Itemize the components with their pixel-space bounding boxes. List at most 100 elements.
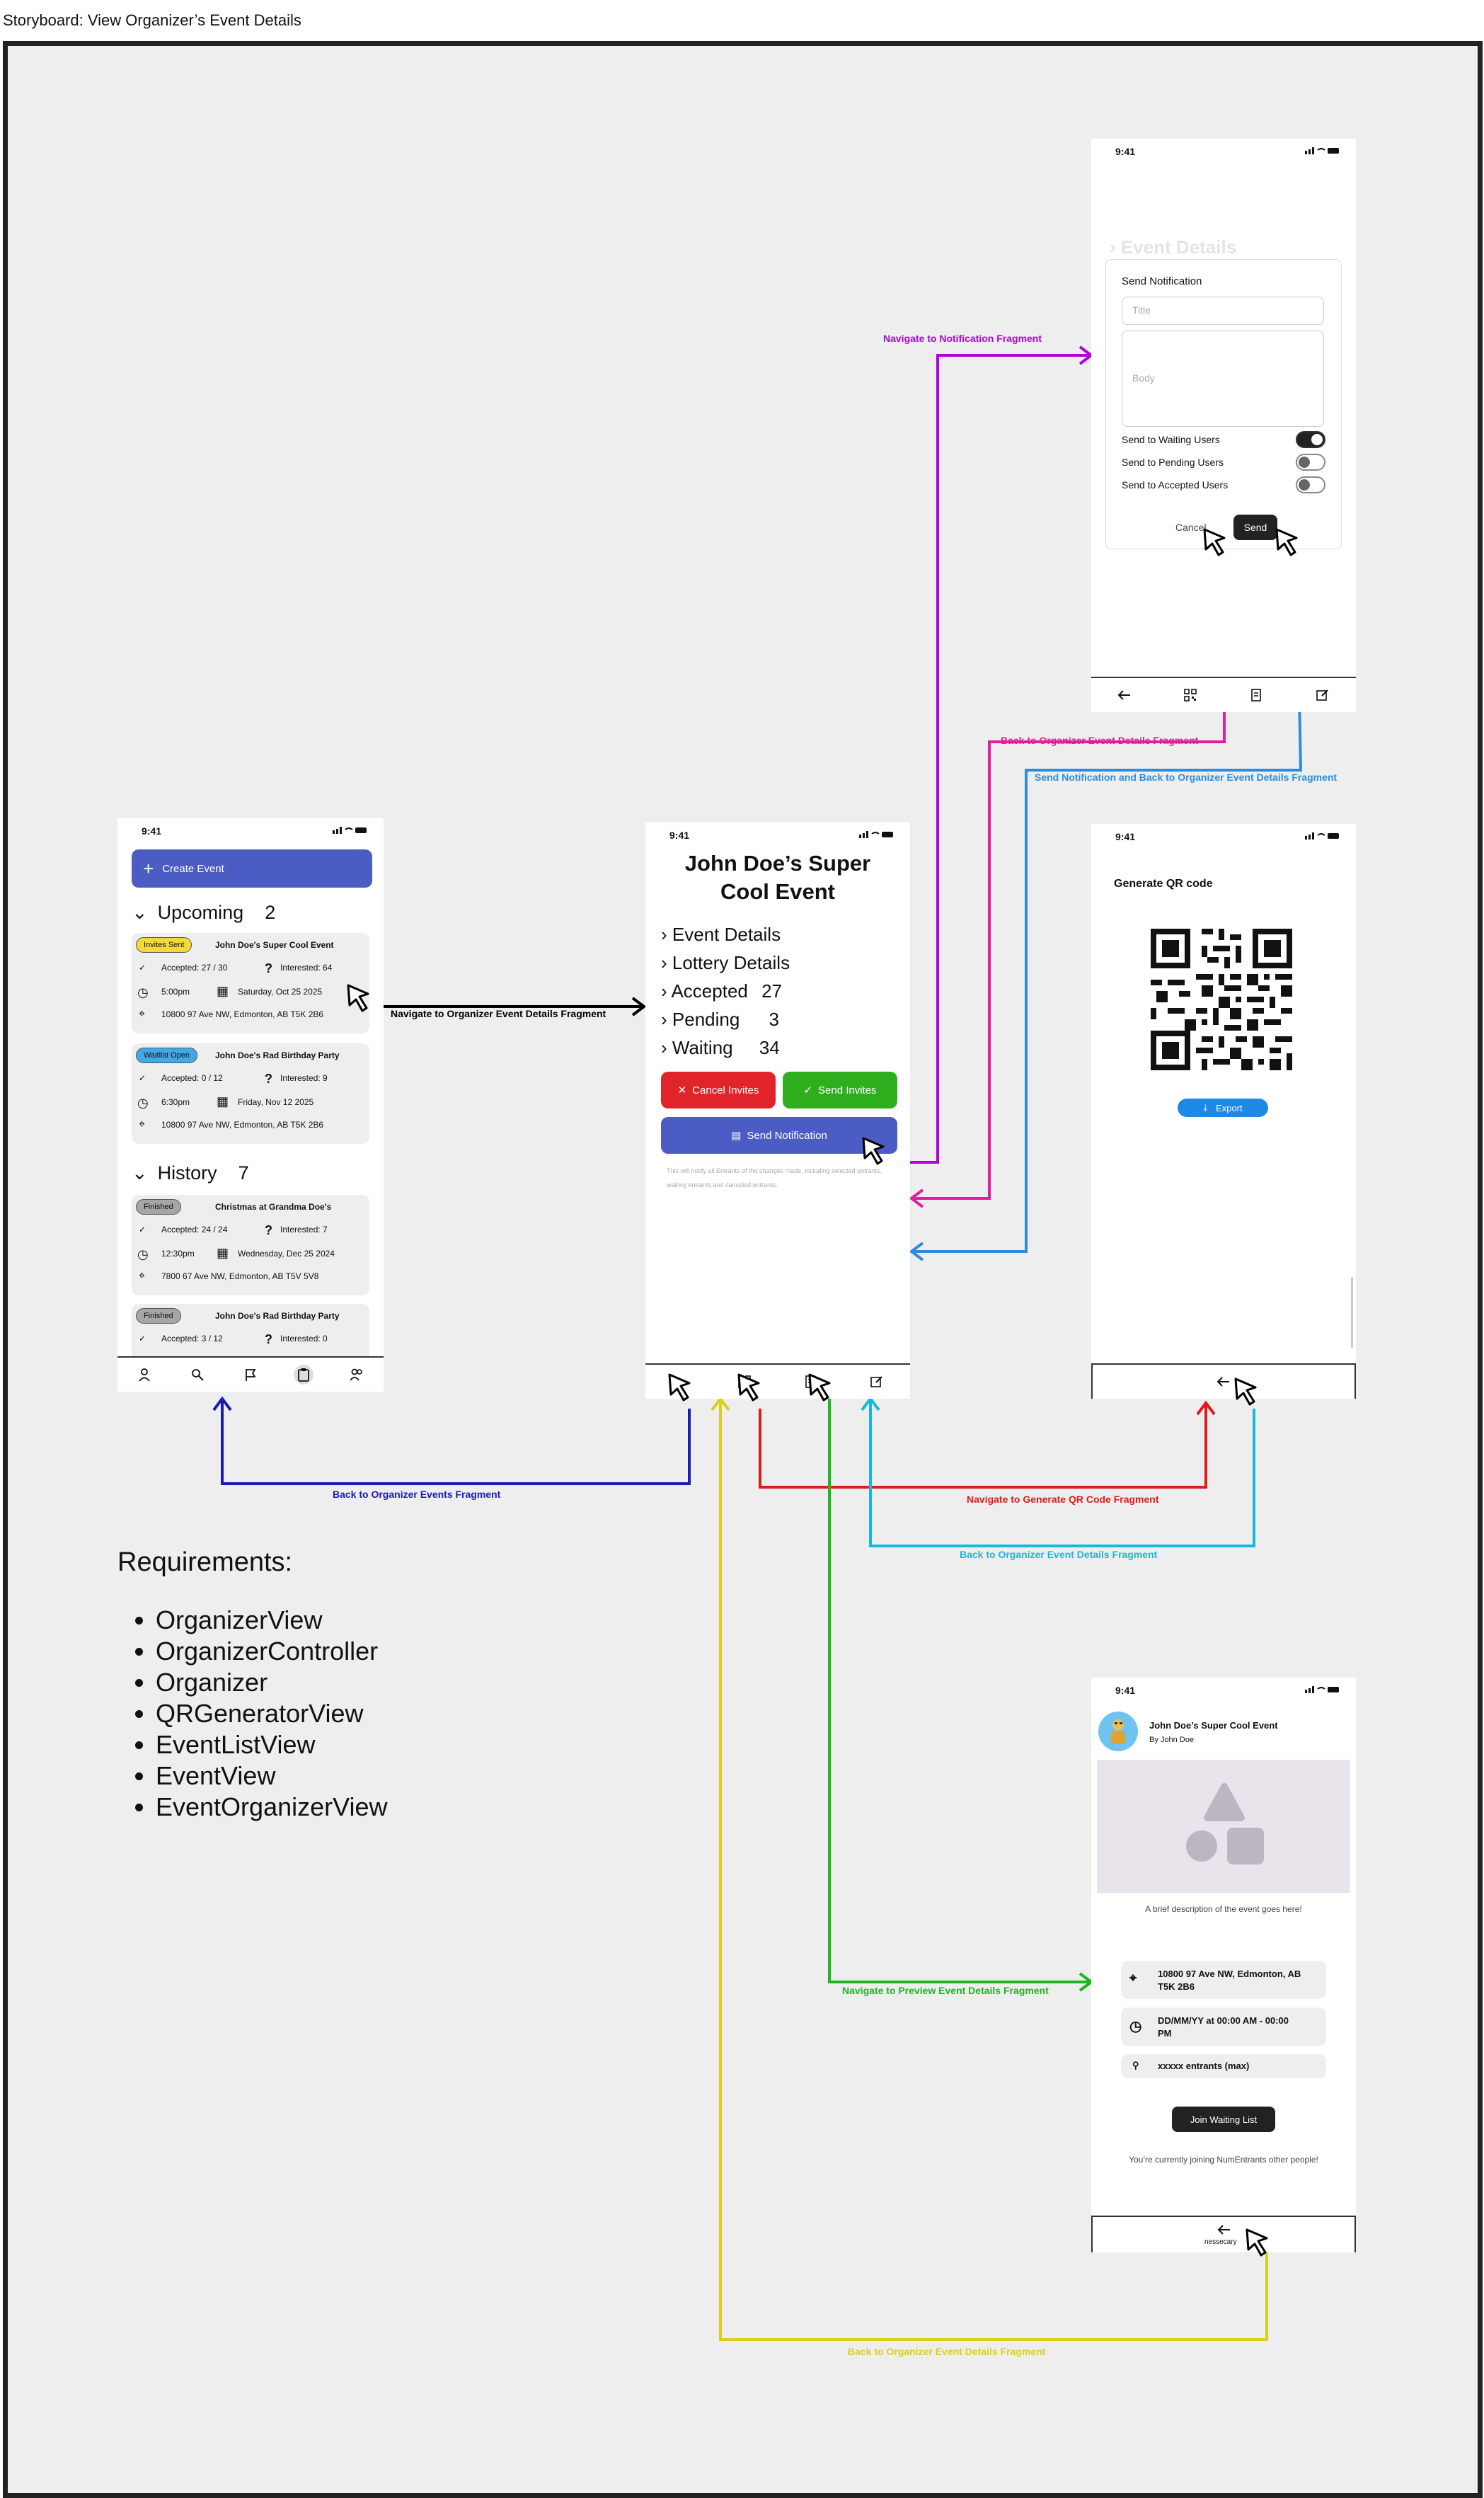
search-icon[interactable] <box>188 1365 207 1385</box>
event-card[interactable]: Waitlist Open John Doe's Rad Birthday Pa… <box>132 1043 369 1144</box>
status-icons <box>1305 147 1339 154</box>
qr-code-image <box>1151 929 1292 1070</box>
toggle-waiting[interactable] <box>1296 431 1325 448</box>
event-card[interactable]: Invites Sent John Doe's Super Cool Event… <box>132 933 369 1033</box>
menu-pending[interactable]: › Pending 3 <box>661 1009 780 1030</box>
event-title: John Doe's Rad Birthday Party <box>215 1311 340 1321</box>
page-title: Storyboard: View Organizer’s Event Detai… <box>3 11 301 29</box>
cursor-icon <box>1234 1377 1257 1406</box>
toggle-accepted[interactable] <box>1296 476 1325 493</box>
entrants-chip: ⚲ xxxxx entrants (max) <box>1121 2054 1326 2078</box>
status-time: 9:41 <box>1115 1685 1136 1696</box>
label-preview: Navigate to Preview Event Details Fragme… <box>842 1985 1049 1996</box>
title-input[interactable]: Title <box>1122 297 1324 325</box>
check-icon: ✓ <box>139 1334 146 1343</box>
cursor-icon <box>347 984 369 1012</box>
requirement-item: Organizer <box>156 1669 388 1696</box>
event-title: John Doe's Rad Birthday Party <box>215 1050 340 1060</box>
requirements-title: Requirements: <box>117 1547 293 1577</box>
event-description: A brief description of the event goes he… <box>1145 1904 1302 1914</box>
close-icon: ✕ <box>677 1084 687 1096</box>
status-icons <box>333 827 367 834</box>
menu-lottery-details[interactable]: › Lottery Details <box>661 952 790 973</box>
background-title: › Event Details <box>1110 236 1237 258</box>
event-title: John Doe’s Super Cool Event <box>684 851 871 904</box>
send-button[interactable]: Send <box>1233 515 1277 540</box>
edit-icon[interactable] <box>1313 685 1333 705</box>
clipboard-icon[interactable] <box>294 1365 314 1385</box>
body-input[interactable]: Body <box>1122 331 1324 427</box>
person-icon: ⚲ <box>1132 2060 1139 2070</box>
export-button[interactable]: ⤓Export <box>1178 1099 1268 1117</box>
cursor-icon <box>808 1373 831 1402</box>
edit-icon[interactable] <box>867 1372 887 1392</box>
qr-code-icon[interactable] <box>1180 685 1200 705</box>
question-icon: ? <box>265 1332 272 1346</box>
send-invites-button[interactable]: ✓Send Invites <box>783 1072 897 1108</box>
arrow-back-cyan <box>861 1396 1255 1547</box>
users-icon[interactable] <box>347 1365 367 1385</box>
label-to-details: Navigate to Organizer Event Details Frag… <box>391 1008 606 1019</box>
location-pin-icon: ⌖ <box>139 1008 146 1020</box>
flag-icon[interactable] <box>241 1365 260 1385</box>
create-event-button[interactable]: +Create Event <box>132 849 372 888</box>
back-arrow-icon[interactable] <box>1214 1372 1233 1392</box>
send-notification-button[interactable]: ▤Send Notification <box>661 1117 897 1154</box>
preview-event-title: John Doe’s Super Cool Event <box>1149 1720 1278 1731</box>
toggle-pending[interactable] <box>1296 454 1325 471</box>
bottom-nav <box>1091 677 1356 712</box>
requirement-item: QRGeneratorView <box>156 1700 388 1727</box>
qr-title: Generate QR code <box>1114 878 1213 890</box>
cursor-icon <box>1246 2228 1268 2257</box>
clock-icon: ◷ <box>137 1096 149 1110</box>
menu-accepted[interactable]: › Accepted 27 <box>661 980 783 1002</box>
menu-event-details[interactable]: › Event Details <box>661 924 781 945</box>
arrow-back-events <box>212 1396 691 1485</box>
requirement-item: OrganizerController <box>156 1638 388 1665</box>
notification-dialog: Send Notification Title Body Send to Wai… <box>1105 259 1342 549</box>
calendar-icon: ▦ <box>217 1246 229 1260</box>
cursor-icon <box>668 1373 691 1402</box>
preview-organizer: By John Doe <box>1149 1736 1194 1744</box>
cancel-button[interactable]: Cancel <box>1175 522 1207 533</box>
status-badge: Finished <box>136 1199 181 1215</box>
datetime-chip: ◷ DD/MM/YY at 00:00 AM - 00:00 PM <box>1121 2007 1326 2046</box>
profile-icon[interactable] <box>134 1365 154 1385</box>
question-icon: ? <box>265 1072 272 1086</box>
label-navigate-notification: Navigate to Notification Fragment <box>883 333 1042 344</box>
cursor-icon <box>1275 528 1298 556</box>
status-time: 9:41 <box>1115 831 1136 842</box>
location-pin-icon: ⌖ <box>1129 1971 1137 1985</box>
requirement-item: EventListView <box>156 1731 388 1758</box>
toggle-label-waiting: Send to Waiting Users <box>1122 434 1220 445</box>
status-time: 9:41 <box>142 825 162 837</box>
download-icon: ⤓ <box>1203 1102 1208 1113</box>
event-card[interactable]: Finished John Doe's Rad Birthday Party ✓… <box>132 1304 369 1360</box>
address-chip: ⌖ 10800 97 Ave NW, Edmonton, AB T5K 2B6 <box>1121 1961 1326 1999</box>
menu-waiting[interactable]: › Waiting 34 <box>661 1037 780 1058</box>
notification-screen: 9:41 › Event Details Send Notification T… <box>1091 139 1356 712</box>
calendar-icon: ▦ <box>217 1094 229 1108</box>
status-badge: Invites Sent <box>136 937 192 953</box>
check-icon: ✓ <box>139 1225 146 1234</box>
preview-icon[interactable] <box>1247 685 1267 705</box>
image-placeholder-icon <box>1186 1783 1264 1864</box>
event-card[interactable]: Finished Christmas at Grandma Doe's ✓ Ac… <box>132 1195 369 1295</box>
status-time: 9:41 <box>1115 146 1136 157</box>
status-icons <box>859 831 893 838</box>
back-arrow-icon[interactable] <box>1217 2224 1231 2239</box>
requirements-list: OrganizerView OrganizerController Organi… <box>156 1607 388 1825</box>
status-icons <box>1305 1686 1339 1693</box>
label-back-pink: Back to Organizer Event Details Fragment <box>1001 735 1199 746</box>
chevron-down-icon: ⌄ <box>132 902 148 923</box>
requirement-item: OrganizerView <box>156 1607 388 1634</box>
join-waiting-list-button[interactable]: Join Waiting List <box>1172 2107 1275 2132</box>
label-qr: Navigate to Generate QR Code Fragment <box>967 1494 1159 1505</box>
back-arrow-icon[interactable] <box>1115 685 1134 705</box>
cancel-invites-button[interactable]: ✕Cancel Invites <box>661 1072 776 1108</box>
details-menu: › Event Details › Lottery Details › Acce… <box>661 920 790 1062</box>
scrollbar[interactable] <box>1351 1277 1353 1348</box>
